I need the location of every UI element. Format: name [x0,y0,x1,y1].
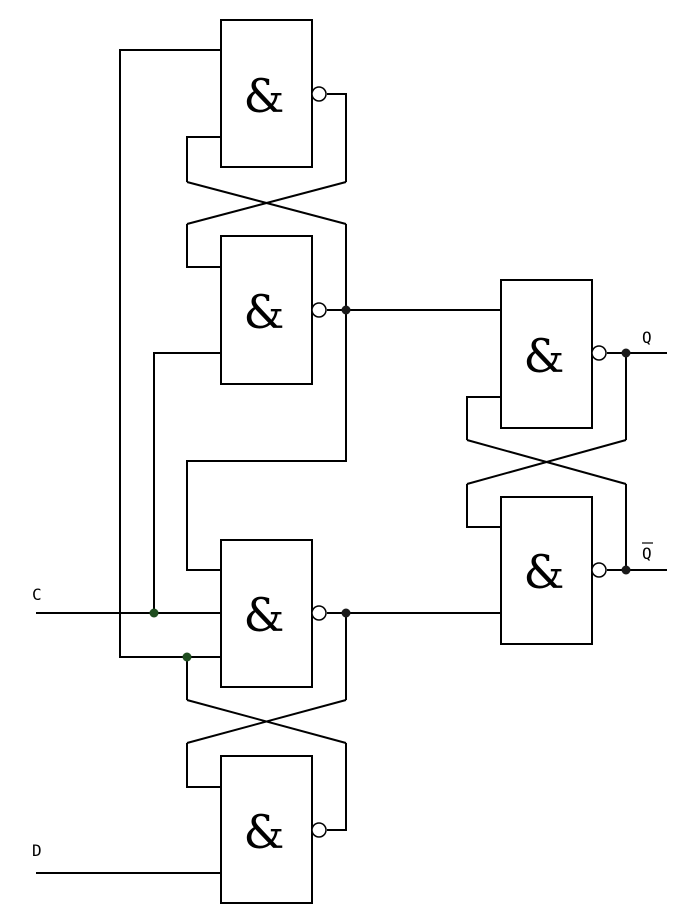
nand-gate-2: & [220,235,327,385]
inversion-bubble [311,86,327,102]
inversion-bubble [591,562,607,578]
nand-gate-6: & [500,496,607,645]
gate-symbol: & [244,805,285,859]
junction-dot [149,608,159,618]
inversion-bubble [311,302,327,318]
wire-g2-out-trunk [186,224,347,571]
wire-g6-input1 [466,484,501,528]
nand-gate-5: & [500,279,607,429]
junction-dot [182,652,192,662]
output-label-qbar-text: Q [642,544,652,563]
wire-cross-b [186,181,347,225]
wire-g2-input1 [186,224,221,268]
junction-dot [621,565,631,575]
junctions [149,305,631,662]
inversion-bubble [311,822,327,838]
junction-dot [341,305,351,315]
nand-gate-4: & [220,755,327,904]
wire-g1-input2-loop [186,136,221,182]
input-label-c: C [32,585,42,604]
gate-symbol: & [244,69,285,123]
wire-cross-d [186,699,347,744]
wire-g4-out-up [327,743,347,831]
output-label-qbar: Q [642,542,653,563]
gate-symbol: & [524,329,565,383]
gate-symbol: & [244,285,285,339]
inversion-bubble [591,345,607,361]
wire-clock-line-to-g1 [119,49,221,658]
wire-cross-f [466,439,627,485]
wire-g4-input1 [186,743,221,788]
gate-symbol: & [244,588,285,642]
junction-dot [341,608,351,618]
output-label-q: Q [642,328,652,347]
wire-g5-input2 [466,396,501,440]
junction-dot [621,348,631,358]
wires [36,49,667,874]
inversion-bubble [311,605,327,621]
wire-clock-to-g2 [153,352,221,613]
nand-gate-1: & [220,19,327,168]
gate-symbol: & [524,545,565,599]
nand-gate-3: & [220,539,327,688]
input-label-d: D [32,841,42,860]
wire-g1-out-down [327,93,347,182]
